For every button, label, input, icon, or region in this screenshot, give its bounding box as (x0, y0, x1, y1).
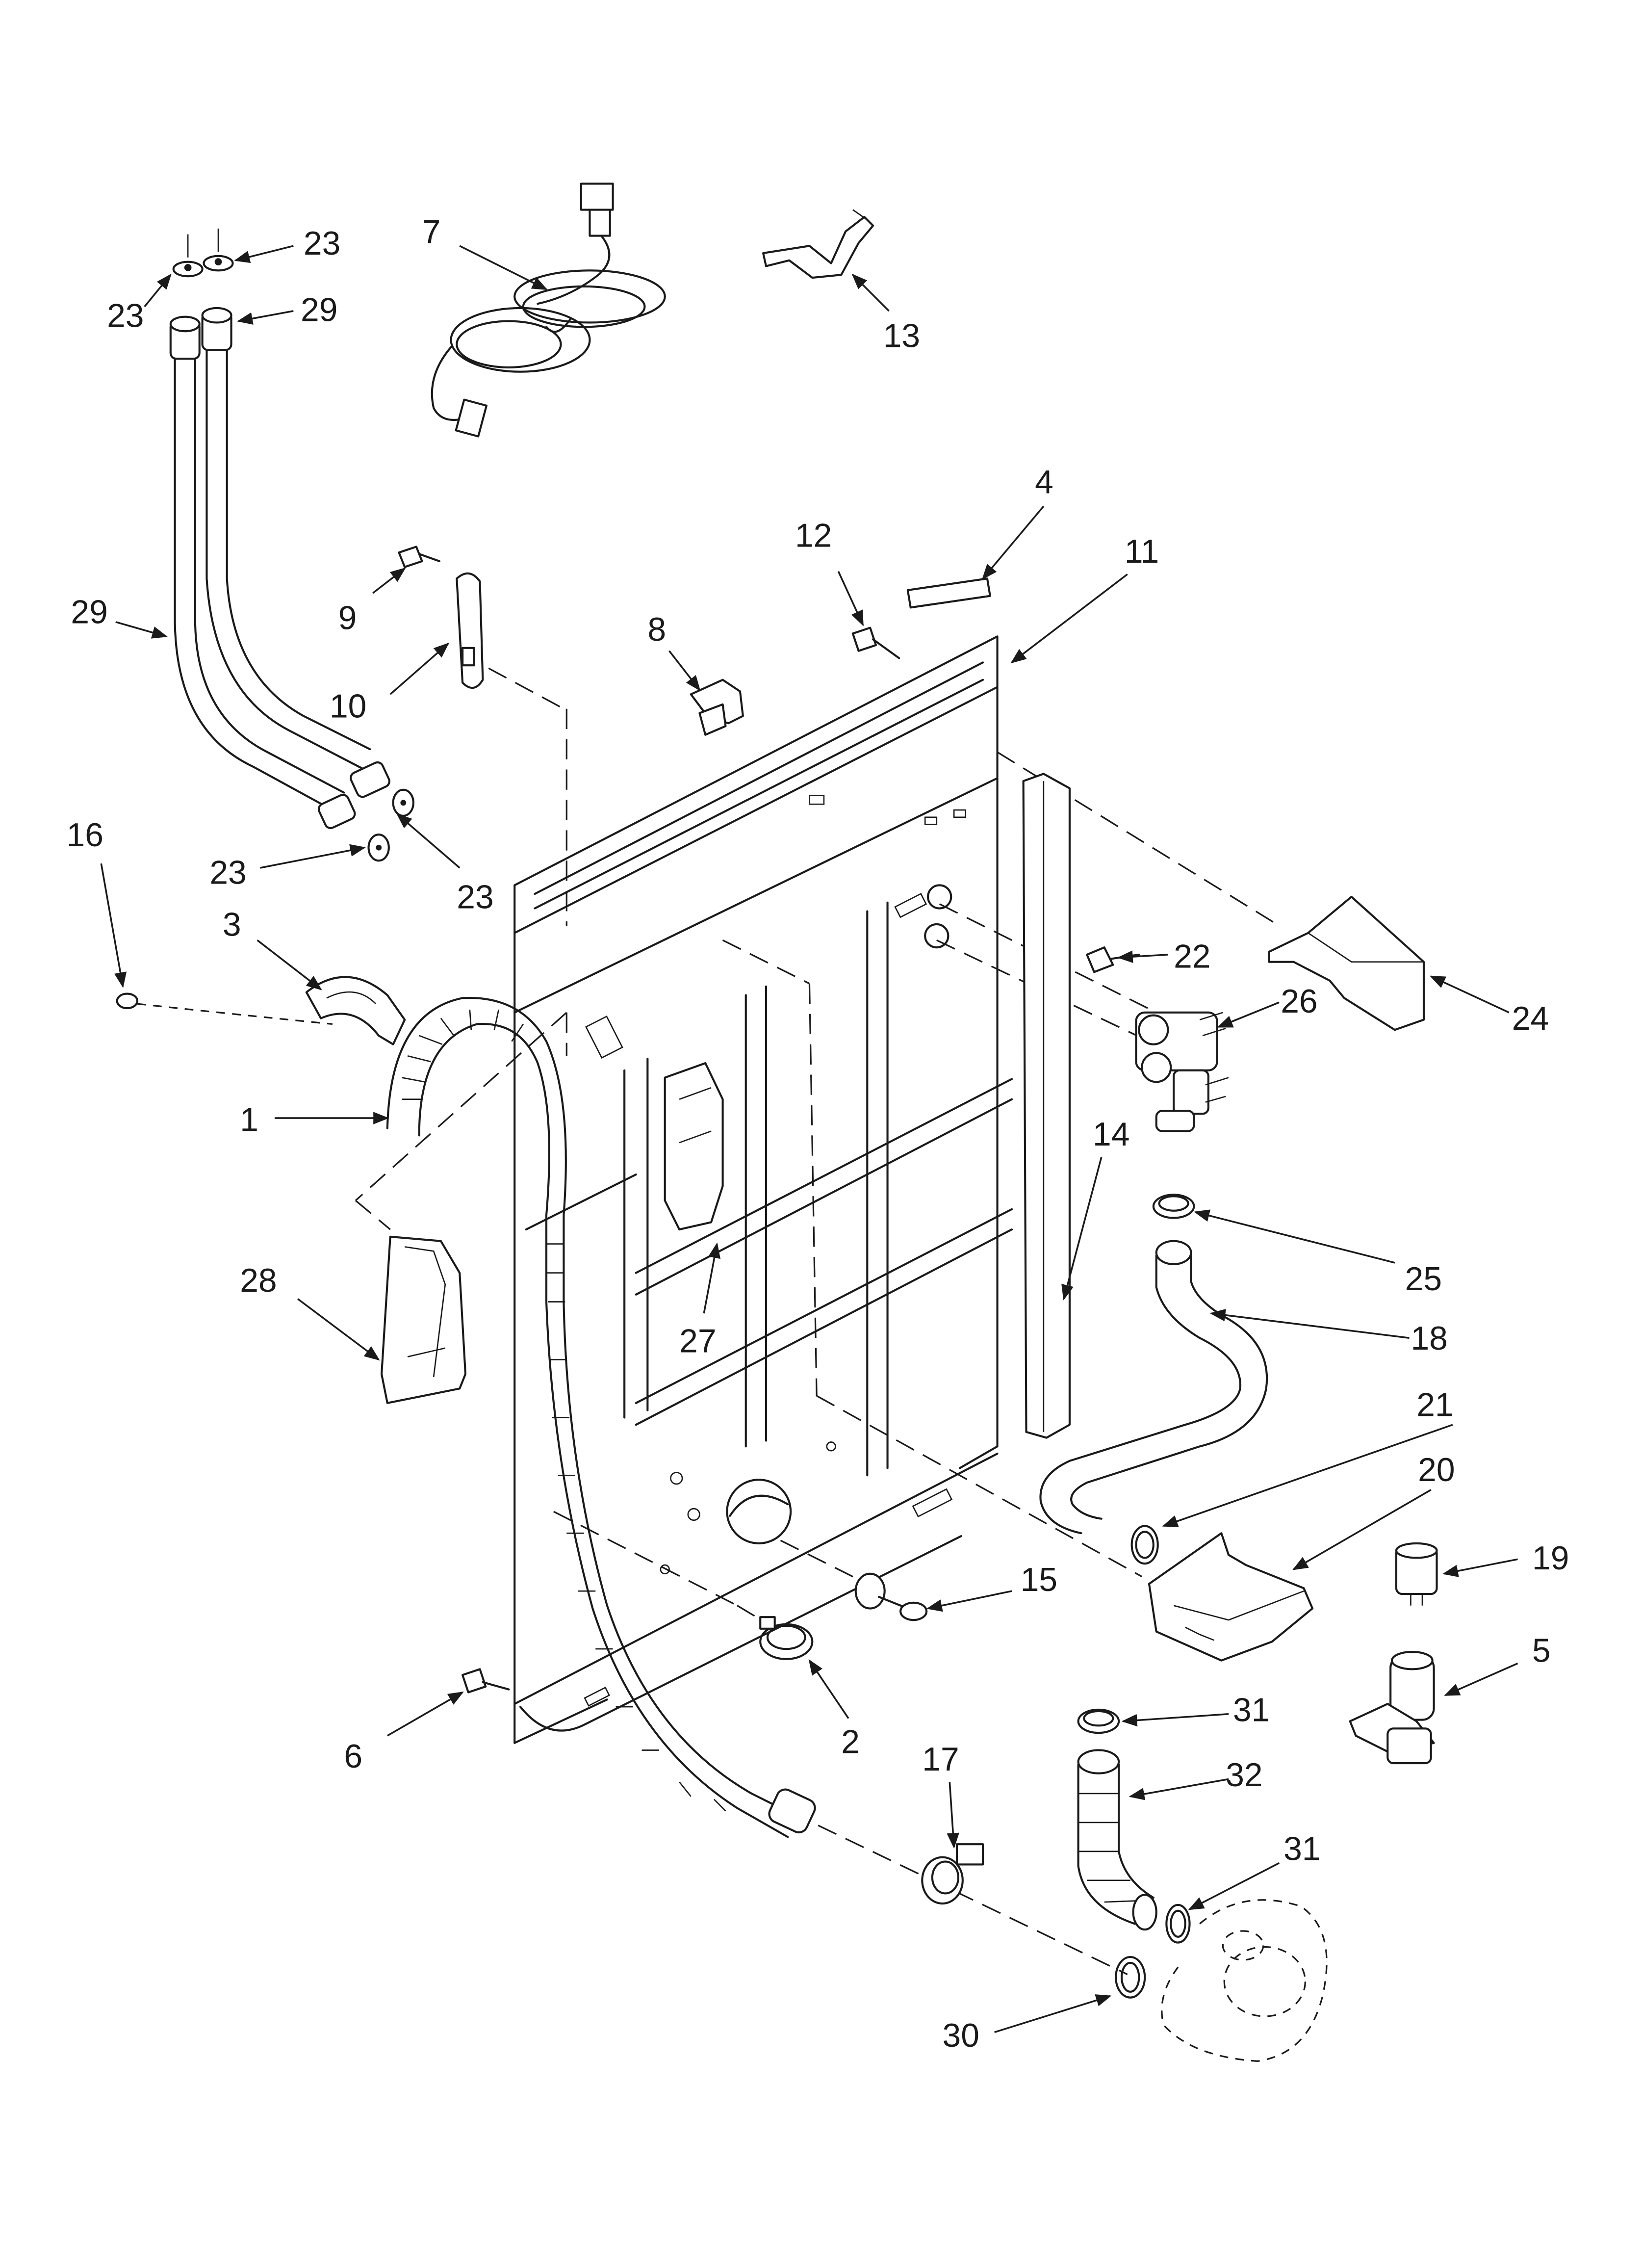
callout-18: 18 (1411, 1320, 1447, 1357)
callout-12: 12 (795, 517, 832, 554)
callout-1: 1 (240, 1102, 258, 1139)
callout-26: 26 (1281, 983, 1317, 1020)
callout-31: 31 (1233, 1692, 1270, 1729)
callout-27: 27 (679, 1323, 716, 1360)
inlet-hoses (169, 228, 414, 862)
pump-ghost (1161, 1899, 1328, 2062)
bracket-27 (664, 1062, 724, 1231)
clamp-21 (1130, 1525, 1159, 1565)
callout-29: 29 (71, 594, 107, 631)
water-valve-26 (1135, 1011, 1229, 1132)
callout-10: 10 (330, 688, 366, 725)
clip-8 (690, 678, 744, 736)
hose-guide-3 (305, 976, 406, 1045)
callout-23: 23 (107, 297, 144, 334)
callout-7: 7 (422, 213, 441, 250)
side-rail-14 (1022, 773, 1071, 1439)
clamp-25 (1152, 1194, 1195, 1219)
callout-13: 13 (883, 318, 920, 355)
callout-5: 5 (1532, 1633, 1551, 1669)
callout-20: 20 (1418, 1452, 1455, 1488)
callout-15: 15 (1021, 1562, 1057, 1598)
rear-panel (355, 635, 1280, 1744)
plug-15 (854, 1572, 928, 1621)
clamp-17 (921, 1843, 984, 1905)
callout-28: 28 (240, 1262, 277, 1299)
clip-10 (456, 572, 564, 710)
clamp-31-top (1077, 1708, 1120, 1734)
clamp-31-bottom (1165, 1903, 1191, 1944)
callout-23: 23 (209, 854, 246, 891)
callout-9: 9 (338, 600, 357, 637)
screw-22 (1086, 946, 1140, 973)
callout-29: 29 (301, 292, 337, 329)
screw-6 (462, 1668, 510, 1694)
bracket-13 (762, 209, 874, 279)
callout-23: 23 (457, 879, 493, 916)
callout-24: 24 (1512, 1000, 1549, 1037)
leader-lines (100, 245, 1518, 2033)
callout-6: 6 (344, 1738, 362, 1775)
callout-14: 14 (1093, 1116, 1129, 1153)
power-cord (431, 182, 666, 438)
callout-25: 25 (1405, 1261, 1442, 1298)
screw-12 (851, 626, 900, 659)
callout-17: 17 (922, 1741, 959, 1778)
clamp-2 (759, 1616, 814, 1660)
callout-8: 8 (647, 611, 666, 648)
capacitor-19 (1395, 1542, 1438, 1606)
callout-22: 22 (1174, 938, 1210, 975)
clamp-30 (1115, 1956, 1146, 1999)
pump-5 (1349, 1650, 1435, 1765)
hose-32 (1077, 1749, 1157, 1931)
tie-strap-16 (116, 992, 333, 1025)
callout-19: 19 (1532, 1540, 1569, 1577)
callout-labels: 23 23 29 7 13 29 9 10 8 12 4 11 16 23 23… (67, 213, 1569, 2054)
callout-4: 4 (1035, 464, 1053, 500)
drain-hose-1 (386, 996, 1128, 1975)
bracket-24 (1268, 895, 1425, 1031)
strip-4 (906, 577, 991, 609)
screw-9 (398, 546, 441, 568)
callout-30: 30 (943, 2017, 979, 2054)
callout-3: 3 (223, 907, 241, 943)
callout-21: 21 (1416, 1386, 1453, 1423)
callout-11: 11 (1125, 533, 1159, 570)
callout-32: 32 (1226, 1757, 1262, 1794)
callout-2: 2 (841, 1723, 860, 1760)
callout-31: 31 (1283, 1831, 1320, 1868)
callout-16: 16 (67, 817, 103, 854)
callout-23: 23 (304, 225, 340, 262)
hose-18 (1039, 1240, 1268, 1535)
pump-housing-20 (1148, 1532, 1314, 1662)
cover-28 (380, 1235, 467, 1404)
